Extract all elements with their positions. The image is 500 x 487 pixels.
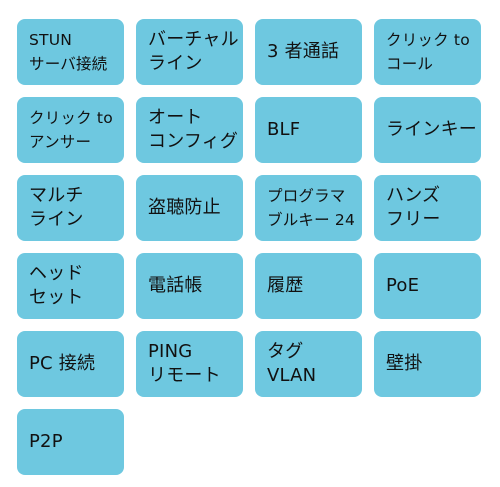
feature-label-line: プログラマ	[267, 187, 346, 205]
feature-tile: クリック to コール	[374, 19, 481, 85]
feature-label-line: ラインキー	[386, 119, 477, 140]
feature-tile: 電話帳	[136, 253, 243, 319]
feature-label-line: アンサー	[29, 133, 92, 151]
feature-label-line: クリック to	[29, 109, 113, 127]
feature-tile: PING リモート	[136, 331, 243, 397]
feature-label-line: P2P	[29, 431, 63, 452]
feature-label-line: VLAN	[267, 365, 317, 386]
feature-label-line: ライン	[29, 209, 84, 230]
feature-tile: ハンズフリー	[374, 175, 481, 241]
feature-label-line: ライン	[148, 53, 203, 74]
feature-tile: バーチャルライン	[136, 19, 243, 85]
feature-label-line: バーチャル	[148, 29, 239, 50]
feature-label-line: オート	[148, 107, 203, 128]
feature-label-line: リモート	[148, 365, 221, 386]
feature-label-line: PoE	[386, 275, 420, 296]
feature-tile: STUN サーバ接続	[17, 19, 124, 85]
feature-tile: プログラマブルキー 24	[255, 175, 362, 241]
feature-label-line: STUN	[29, 31, 73, 49]
feature-label-line: PING	[148, 341, 193, 362]
feature-tile: PoE	[374, 253, 481, 319]
feature-label-line: 盗聴防止	[148, 197, 221, 218]
feature-label-line: 履歴	[267, 275, 304, 296]
feature-tile: 履歴	[255, 253, 362, 319]
feature-label-line: コール	[386, 55, 434, 73]
feature-tile: タグ VLAN	[255, 331, 362, 397]
feature-label-line: 電話帳	[148, 275, 203, 296]
feature-tile: ラインキー	[374, 97, 481, 163]
feature-tile: ヘッドセット	[17, 253, 124, 319]
feature-tile: P2P	[17, 409, 124, 475]
feature-tile: オートコンフィグ	[136, 97, 243, 163]
feature-label-line: タグ	[267, 341, 304, 362]
feature-label-line: PC 接続	[29, 353, 96, 374]
feature-tile: クリック to アンサー	[17, 97, 124, 163]
feature-label-line: クリック to	[386, 31, 470, 49]
feature-tile: 盗聴防止	[136, 175, 243, 241]
feature-label-line: 3 者通話	[267, 41, 340, 62]
feature-tile: PC 接続	[17, 331, 124, 397]
feature-label-line: 壁掛	[386, 353, 423, 374]
feature-tile: 壁掛	[374, 331, 481, 397]
feature-label-line: ハンズ	[386, 185, 441, 206]
feature-label-line: フリー	[386, 209, 441, 230]
feature-tile: 3 者通話	[255, 19, 362, 85]
feature-tile: BLF	[255, 97, 362, 163]
feature-label-line: ブルキー 24	[267, 211, 356, 229]
feature-label-line: コンフィグ	[148, 131, 239, 152]
feature-label-line: BLF	[267, 119, 301, 140]
feature-label-line: ヘッド	[29, 263, 84, 284]
feature-tile: マルチライン	[17, 175, 124, 241]
feature-label-line: サーバ接続	[29, 55, 108, 73]
feature-label-line: マルチ	[29, 185, 84, 206]
feature-label-line: セット	[29, 287, 84, 308]
